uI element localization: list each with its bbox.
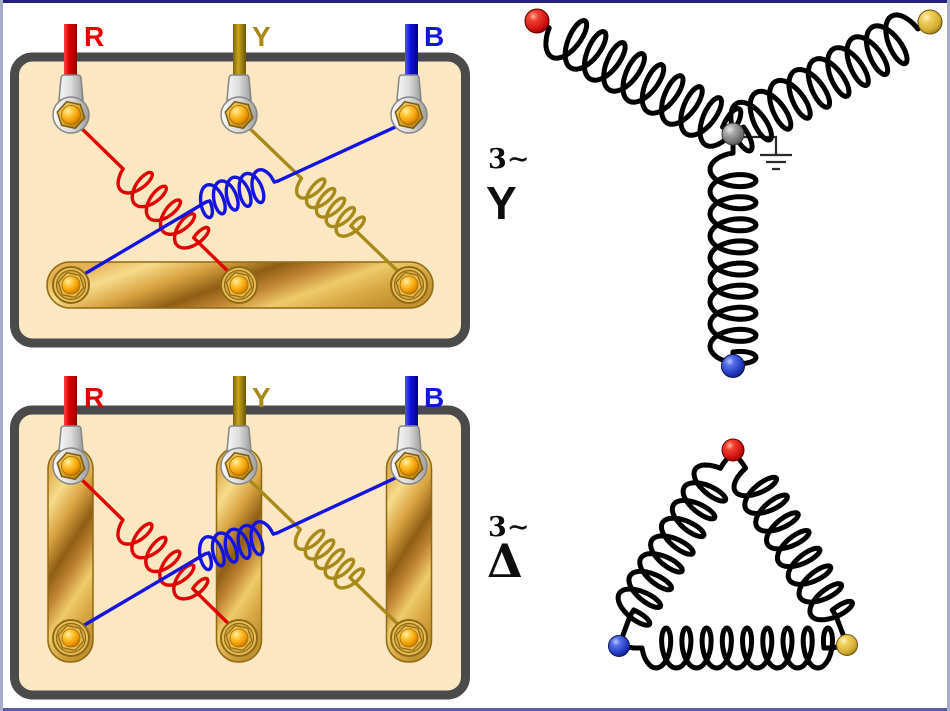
busbar-terminal-3 [390, 266, 428, 304]
winding-coil-r [71, 469, 239, 634]
phase-label-y: Y [252, 21, 271, 52]
phase-label-b: B [424, 21, 444, 52]
wye-coil-y [728, 12, 933, 154]
phase-ball-b [721, 354, 745, 378]
frame-border-right [947, 0, 950, 711]
winding-coil-b [197, 520, 279, 572]
link-terminal-2 [220, 619, 258, 657]
supply-lead-b [405, 24, 418, 78]
wye-symbol-label: Y [486, 177, 517, 229]
delta-symbol-label: Δ [487, 534, 523, 588]
winding-coil-y [239, 118, 409, 282]
delta-coil-left [615, 461, 729, 628]
link-terminal-3 [390, 619, 428, 657]
phase-label-y: Y [252, 382, 271, 413]
delta-phase-count-label: 3∼ [488, 512, 529, 543]
busbar-terminal-2 [220, 266, 258, 304]
delta-terminal-box: R Y B [10, 376, 470, 700]
wire-b-upper [275, 472, 406, 535]
phase-ball-y [917, 9, 943, 35]
supply-lead-r [64, 376, 77, 432]
link-terminal-1 [52, 619, 90, 657]
wire-b-lower [74, 552, 207, 632]
earth-symbol [760, 153, 792, 171]
wye-terminal-box: R Y B [10, 21, 470, 348]
frame-border-bottom [0, 708, 950, 711]
winding-coil-y [238, 469, 408, 634]
phase-label-b: B [424, 382, 444, 413]
supply-lead-y [233, 376, 246, 432]
frame-border-top [0, 0, 950, 3]
phase-ball-r [721, 438, 745, 462]
delta-coil-right [731, 461, 855, 623]
supply-lead-y [233, 24, 246, 78]
neutral-node [721, 122, 745, 146]
wire-b-lower [74, 200, 208, 281]
wye-coil-b [707, 132, 759, 369]
phase-label-r: R [84, 382, 104, 413]
wire-b-upper [276, 121, 406, 183]
winding-coil-r [71, 118, 240, 283]
wye-coil-r [534, 18, 744, 149]
phase-ball-y [836, 634, 858, 656]
delta-coil-bottom [631, 625, 835, 671]
delta-schematic: 3∼ Δ [487, 438, 858, 671]
wye-phase-count-label: 3∼ [488, 144, 529, 175]
phase-ball-b [608, 635, 630, 657]
supply-lead-r [64, 24, 77, 78]
busbar-terminal-1 [52, 266, 90, 304]
phase-ball-r [524, 8, 550, 34]
phase-label-r: R [84, 21, 104, 52]
wye-schematic: 3∼ Y [486, 8, 943, 378]
frame-border-left [0, 0, 3, 711]
supply-lead-b [405, 376, 418, 432]
winding-coil-b [198, 168, 280, 220]
